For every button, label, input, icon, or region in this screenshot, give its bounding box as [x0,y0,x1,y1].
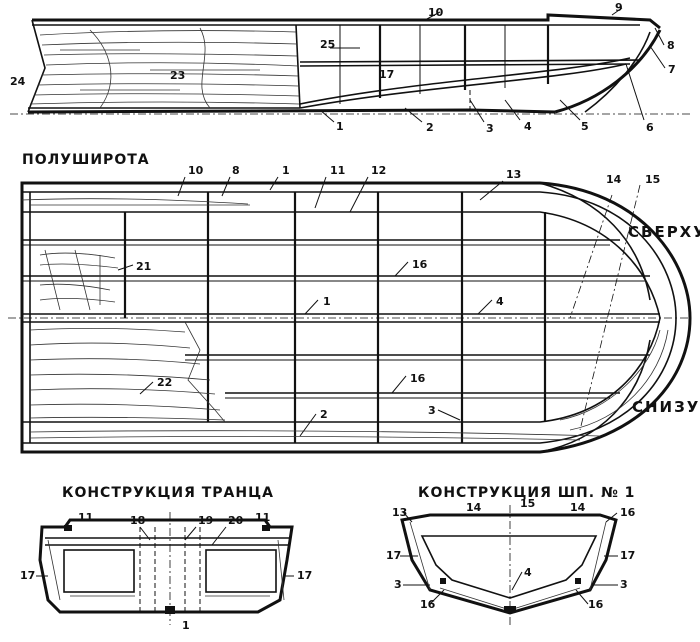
plan-label-8: 8 [232,164,240,177]
frame-label-17-left: 17 [386,549,401,562]
plan-title: ПОЛУШИРОТА [22,152,150,168]
side-label-5: 5 [581,120,589,133]
plan-label-12: 12 [371,164,386,177]
side-planking [29,27,300,109]
frame-label-17-right: 17 [620,549,635,562]
side-profile-view: 10 9 8 7 6 5 4 3 2 1 17 23 24 25 [10,1,690,135]
side-label-25: 25 [320,38,335,51]
plan-outline [20,181,692,454]
transom-label-17-right: 17 [297,569,312,582]
side-label-7: 7 [668,63,676,76]
frame-label-13: 13 [392,506,407,519]
frame-label-16-right: 16 [588,598,604,611]
frame-outline [400,513,618,615]
transom-label-11-right: 11 [255,511,270,524]
transom-profile [27,19,46,113]
transom-title: КОНСТРУКЦИЯ ТРАНЦА [62,485,274,501]
transom-label-11-left: 11 [78,511,93,524]
plan-label-14: 14 [606,173,622,186]
side-label-2: 2 [426,121,434,134]
plan-label-1-center: 1 [323,295,331,308]
plan-label-2: 2 [320,408,328,421]
frame-label-14-left: 14 [466,501,482,514]
side-label-23: 23 [170,69,185,82]
side-label-3: 3 [486,122,494,135]
plan-view: 10 8 1 11 12 13 14 15 16 21 1 4 16 22 3 … [8,164,692,454]
frame-label-3-right: 3 [620,578,628,591]
side-label-4: 4 [524,120,532,133]
plan-label-15: 15 [645,173,660,186]
side-label-24: 24 [10,75,26,88]
keel-line [27,108,556,114]
side-label-8: 8 [667,39,675,52]
transom-label-20: 20 [228,514,244,527]
sheer-line [32,13,661,30]
bottom-label: СНИЗУ [632,398,700,416]
frame-title: КОНСТРУКЦИЯ ШП. № 1 [418,485,635,501]
transom-opening-left [63,549,135,593]
side-label-1: 1 [336,120,344,133]
plan-label-1: 1 [282,164,290,177]
transom-label-1: 1 [182,619,190,632]
frame-label-3-left: 3 [394,578,402,591]
plan-label-16-top: 16 [412,258,428,271]
transom-label-19: 19 [198,514,213,527]
top-label: СВЕРХУ [628,223,700,241]
plan-label-4: 4 [496,295,504,308]
frame-label-14-right: 14 [570,501,586,514]
side-label-17: 17 [379,68,394,81]
side-label-9: 9 [615,1,623,14]
transom-label-17-left: 17 [20,569,35,582]
transom-outline [38,518,294,614]
plan-planking [21,198,669,441]
plan-label-16-bottom: 16 [410,372,426,385]
transom-section: 11 18 19 20 11 17 17 1 [20,511,312,632]
stem-line [554,29,662,114]
side-label-6: 6 [646,121,654,134]
transom-opening-right [205,549,277,593]
stringer-line [299,59,641,63]
transom-label-18: 18 [130,514,145,527]
plan-label-22: 22 [157,376,172,389]
frame-label-16-left: 16 [420,598,436,611]
frame-label-16-top: 16 [620,506,636,519]
frame-inner [420,535,598,599]
frame-section: 13 14 15 14 16 17 17 4 3 3 16 16 [386,497,636,625]
plan-label-10: 10 [188,164,204,177]
plan-label-3: 3 [428,404,436,417]
frame-label-15: 15 [520,497,535,510]
plan-label-21: 21 [136,260,151,273]
plan-label-11: 11 [330,164,345,177]
frame-label-4: 4 [524,566,532,579]
plan-label-13: 13 [506,168,521,181]
